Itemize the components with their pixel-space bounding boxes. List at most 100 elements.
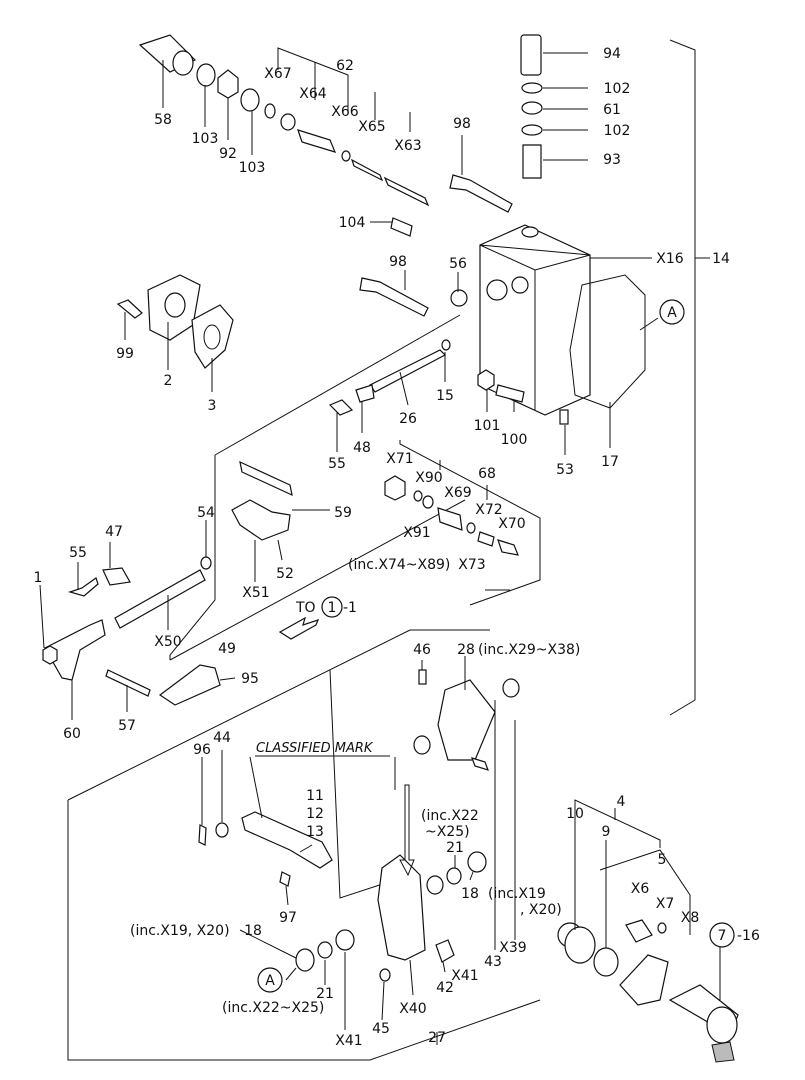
part-58-cap	[138, 34, 197, 76]
part-labels: 58 103 92 103 X67 X64 62 X66 X65 X63 94 …	[34, 46, 730, 1049]
part-x63-rod	[383, 176, 430, 207]
part-x66	[341, 150, 351, 162]
label-56: 56	[449, 256, 467, 272]
label-x7: X7	[656, 896, 675, 912]
part-26-shaft	[369, 349, 446, 393]
label-52: 52	[276, 566, 294, 582]
label-inc-x20a: , X20)	[520, 902, 562, 918]
part-x72	[477, 531, 495, 547]
part-17-gasket	[569, 274, 646, 409]
label-55a: 55	[328, 456, 346, 472]
label-55b: 55	[69, 545, 87, 561]
part-102b-washer	[521, 124, 543, 136]
part-9-cup	[593, 947, 619, 977]
label-x41a: X41	[451, 968, 478, 984]
part-x41b-bushing	[335, 929, 355, 951]
part-x64-nut	[280, 113, 296, 131]
label-28: 28	[457, 642, 475, 658]
part-93-spring	[522, 144, 542, 179]
to-ref-arrow	[278, 616, 320, 640]
label-inc-x74-x89: (inc.X74~X89)	[348, 557, 450, 573]
to-ref-prefix: TO	[295, 600, 316, 616]
part-103b-washer	[240, 88, 260, 112]
to-ref-circle-label: 1	[328, 600, 337, 616]
part-16-valve	[668, 984, 739, 1063]
part-28-spring	[471, 757, 489, 771]
label-98b: 98	[389, 254, 407, 270]
part-99-bolt	[116, 299, 143, 319]
part-28-washer-a	[502, 678, 520, 698]
label-97: 97	[279, 910, 297, 926]
label-9: 9	[602, 824, 611, 840]
part-1-nut	[42, 645, 58, 665]
label-x64: X64	[299, 86, 326, 102]
label-10: 10	[566, 806, 584, 822]
label-21b: 21	[316, 986, 334, 1002]
label-102a: 102	[604, 81, 631, 97]
leader-lines	[39, 52, 721, 1045]
label-59: 59	[334, 505, 352, 521]
label-inc-x29-x38: (inc.X29~X38)	[478, 642, 580, 658]
label-x39: X39	[499, 940, 526, 956]
callout-7-suffix: -16	[737, 928, 760, 944]
part-x6-block	[625, 919, 653, 943]
label-46: 46	[413, 642, 431, 658]
part-15-oring	[441, 339, 451, 351]
label-57: 57	[118, 718, 136, 734]
part-45-clip	[379, 968, 391, 982]
label-53: 53	[556, 462, 574, 478]
label-x40: X40	[399, 1001, 426, 1017]
label-x51: X51	[242, 585, 269, 601]
label-49: 49	[218, 641, 236, 657]
part-21b-washer	[317, 941, 333, 959]
part-x69-screw	[437, 507, 463, 531]
label-61: 61	[603, 102, 621, 118]
callout-a-bottom	[257, 967, 283, 993]
label-x16: X16	[656, 251, 683, 267]
part-x64-screw	[297, 129, 337, 153]
part-10-cylinder	[557, 922, 596, 964]
label-58: 58	[154, 112, 172, 128]
part-55b-bolt	[67, 577, 99, 597]
part-x65-spring	[350, 158, 384, 182]
part-x41a-bushing	[426, 875, 444, 895]
label-94: 94	[603, 46, 621, 62]
part-x91	[422, 495, 434, 509]
part-x67	[264, 103, 276, 119]
part-x50-shaft	[114, 569, 206, 629]
part-11-lever	[241, 811, 333, 869]
label-68: 68	[478, 466, 496, 482]
label-21a: 21	[446, 840, 464, 856]
label-inc-x25a: ~X25)	[425, 824, 470, 840]
label-95: 95	[241, 671, 259, 687]
label-43: 43	[484, 954, 502, 970]
part-x70-bolt	[497, 539, 519, 556]
part-14-housing	[479, 224, 591, 416]
part-54-oring	[200, 556, 212, 570]
label-13: 13	[306, 824, 324, 840]
part-98b-bolt	[359, 277, 429, 317]
label-1: 1	[34, 570, 43, 586]
part-95-bracket	[158, 664, 221, 706]
part-61-nut	[521, 101, 543, 115]
part-classified-arrow	[399, 784, 415, 877]
part-103-washer	[196, 63, 216, 87]
label-101: 101	[474, 418, 501, 434]
label-18b: 18	[244, 923, 262, 939]
label-x71: X71	[386, 451, 413, 467]
part-x73	[466, 522, 476, 534]
label-99: 99	[116, 346, 134, 362]
part-x8-plate	[619, 954, 669, 1006]
callout-7	[709, 922, 735, 948]
label-x70: X70	[498, 516, 525, 532]
part-28-washer-b	[413, 735, 431, 755]
label-103a: 103	[192, 131, 219, 147]
label-26: 26	[399, 411, 417, 427]
to-ref-circle	[321, 596, 343, 618]
to-ref-suffix: -1	[343, 600, 357, 616]
label-62: 62	[336, 58, 354, 74]
label-x50: X50	[154, 634, 181, 650]
classified-mark-title: CLASSIFIED MARK	[256, 741, 374, 756]
part-57-spring	[105, 669, 151, 697]
